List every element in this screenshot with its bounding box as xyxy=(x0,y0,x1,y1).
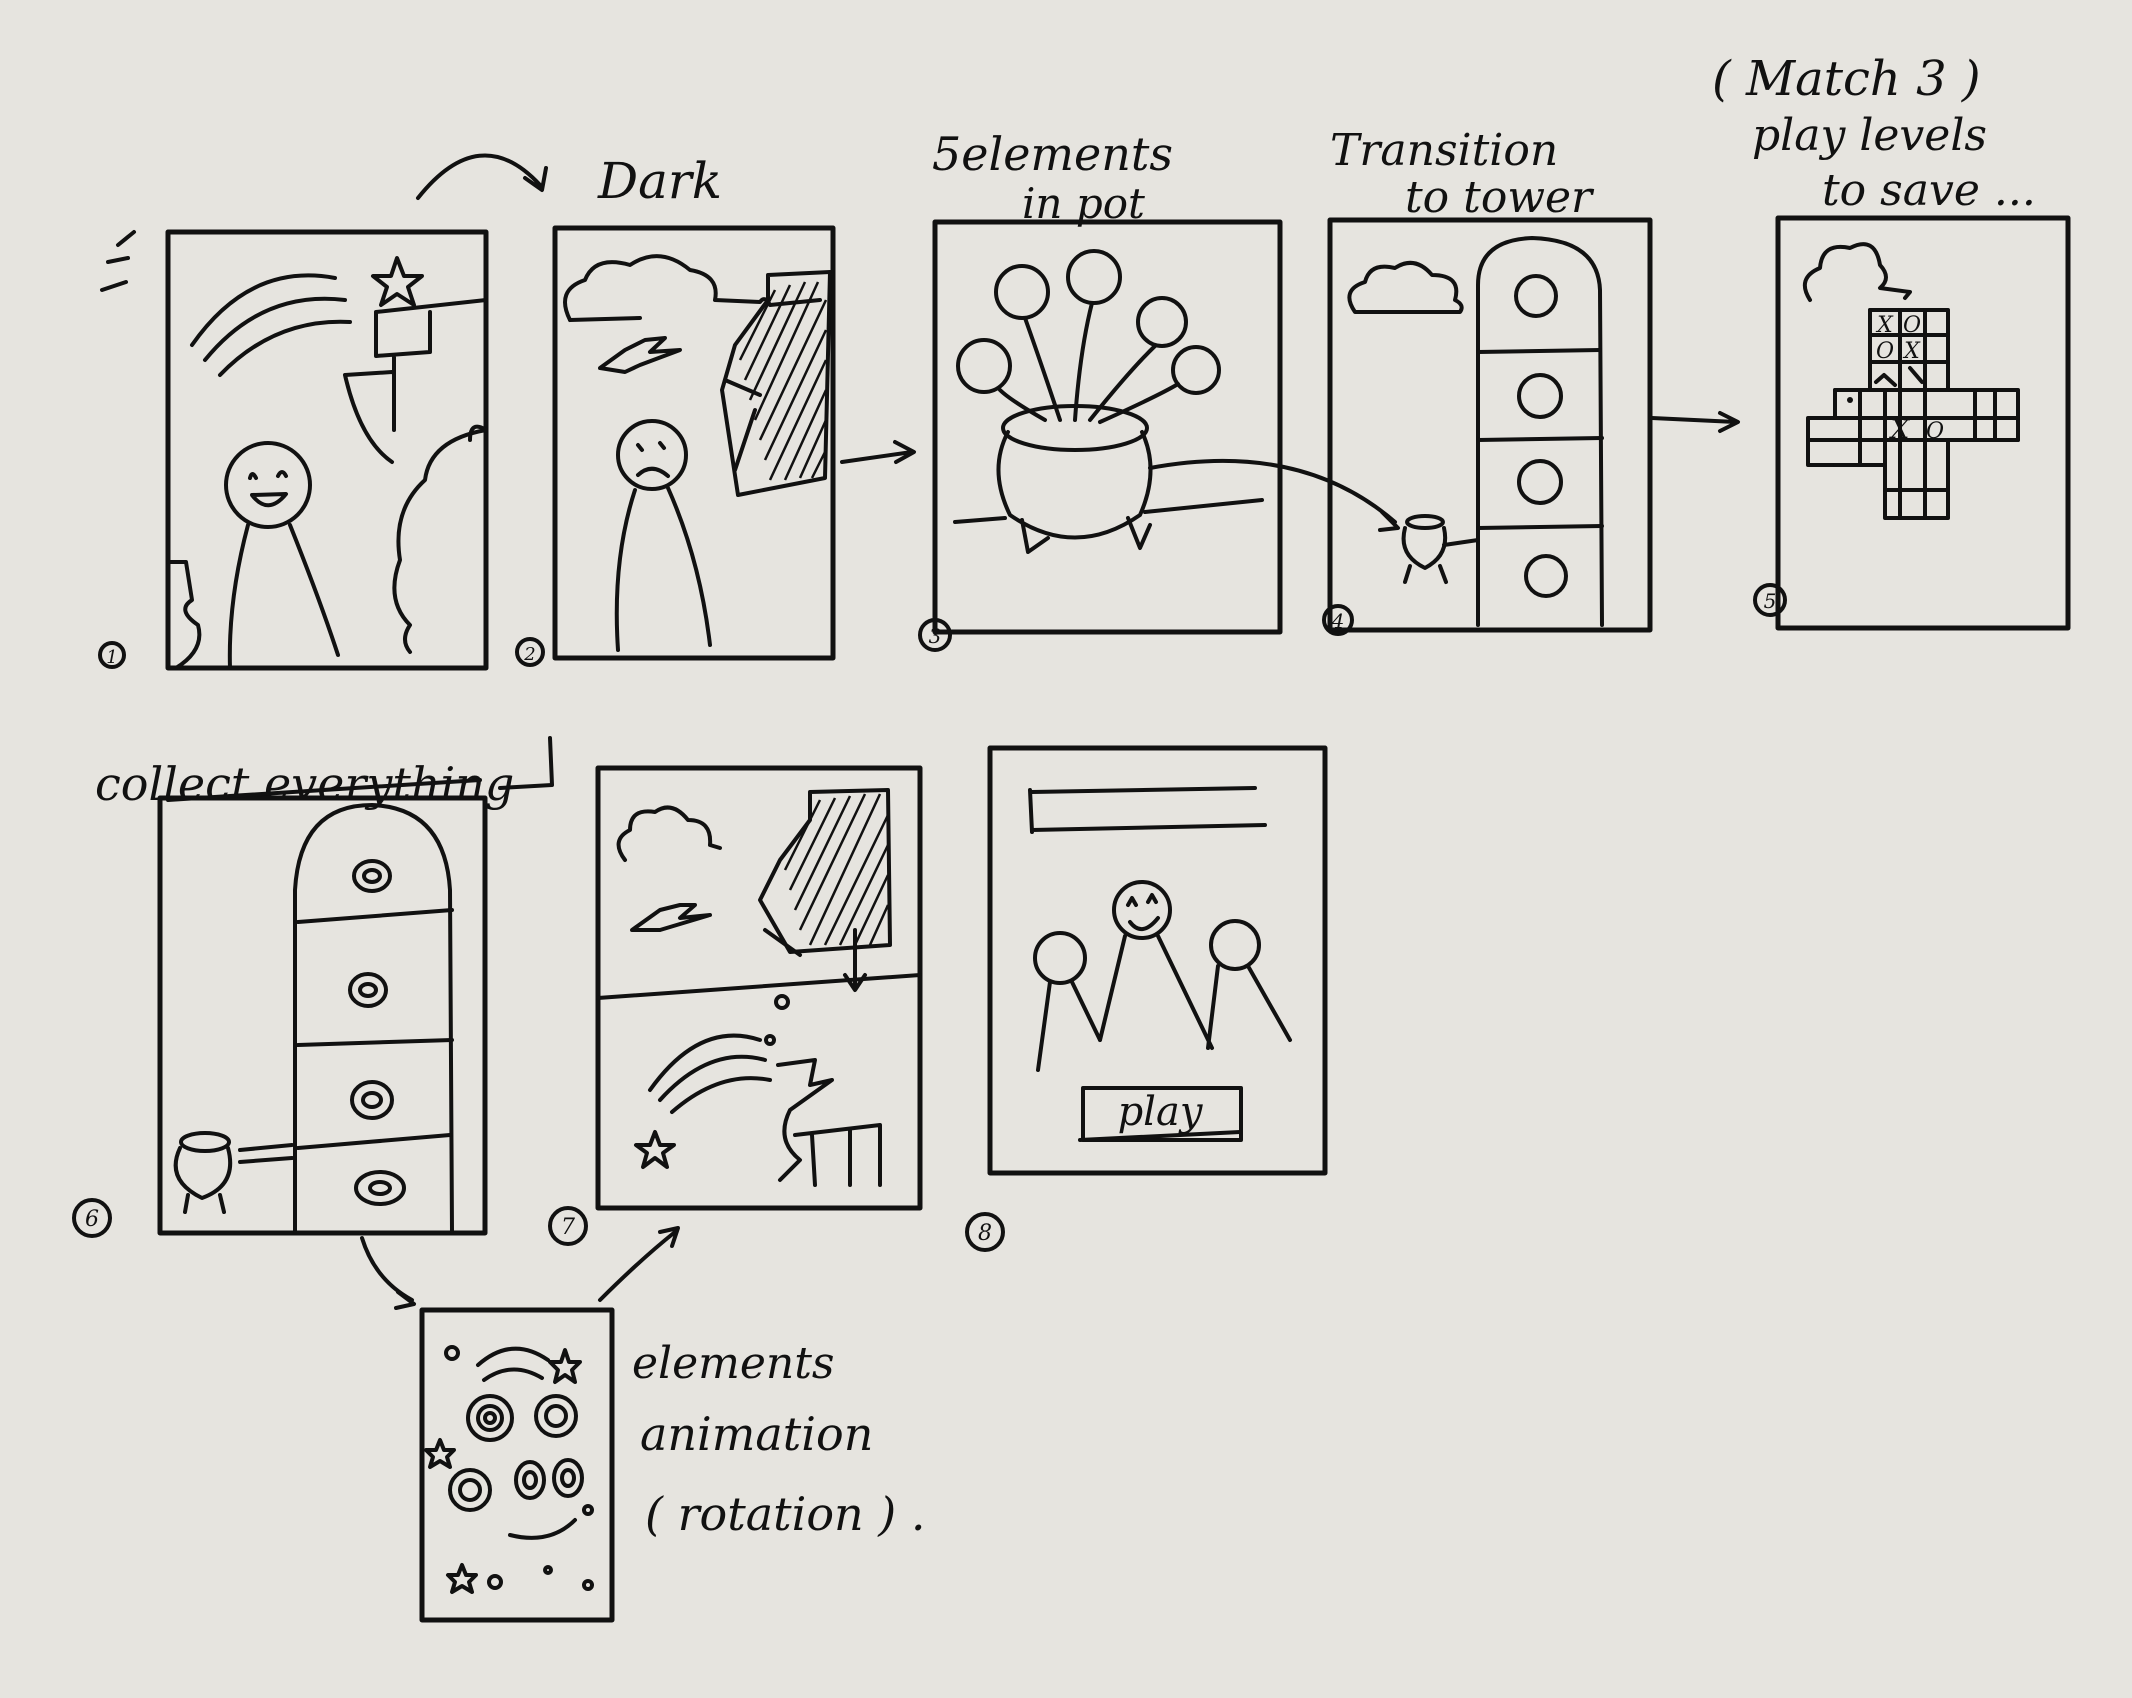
element-1 xyxy=(994,264,1050,320)
element-3 xyxy=(1136,296,1188,348)
collected-element-3 xyxy=(350,1080,394,1120)
panel-number-2: 2 xyxy=(523,644,535,665)
cloud xyxy=(616,805,722,862)
tower-pieces xyxy=(776,1058,882,1187)
board-mark-2: O xyxy=(1903,313,1921,338)
panel-7: 7 xyxy=(548,765,923,1246)
arrow-2-3 xyxy=(840,440,916,464)
sad-face xyxy=(616,419,688,491)
star-icon xyxy=(634,1130,676,1169)
label-anim-1: elements xyxy=(632,1338,835,1389)
bush xyxy=(392,428,488,654)
panel-number-3: 3 xyxy=(929,624,942,648)
person-body xyxy=(227,523,340,670)
board-mark-5: X xyxy=(1889,415,1911,445)
rainbow xyxy=(648,1033,772,1114)
tower-slot-3 xyxy=(1517,459,1563,505)
friend-right xyxy=(1209,919,1261,971)
panel-number-7: 7 xyxy=(561,1215,575,1240)
arrow-4-5 xyxy=(1650,411,1740,433)
label-elements-in-pot-1: 5elements xyxy=(932,127,1173,181)
cloud xyxy=(1347,260,1464,314)
group-bodies xyxy=(1036,934,1292,1072)
board-mark-4: X xyxy=(1902,339,1921,364)
board-mark-1: X xyxy=(1875,313,1894,338)
label-transition-2: to tower xyxy=(1405,172,1595,223)
panel-2-frame xyxy=(552,225,836,661)
panel-3: 5elements in pot 3 xyxy=(918,127,1283,652)
small-pot xyxy=(173,1143,294,1214)
tower xyxy=(1476,236,1604,627)
star-icon xyxy=(446,1563,478,1594)
panel-number-1: 1 xyxy=(106,647,117,668)
arrow-6-anim xyxy=(360,1236,416,1310)
panel-number-6: 6 xyxy=(85,1207,99,1232)
panel-7-frame xyxy=(595,765,923,1211)
element-2 xyxy=(1066,249,1122,305)
board-mark-6: O xyxy=(1926,419,1944,444)
panel-4-frame xyxy=(1327,217,1653,633)
match3-board: X O O X X O xyxy=(1806,308,2020,520)
happy-face xyxy=(224,441,312,529)
panel-1-frame xyxy=(165,229,489,671)
tower-ruins xyxy=(343,298,488,464)
title-banner xyxy=(1028,786,1267,834)
collected-element-1 xyxy=(352,859,392,893)
label-dark: Dark xyxy=(597,152,722,210)
panel-5-frame xyxy=(1775,215,2071,631)
label-anim-3: ( rotation ) . xyxy=(645,1487,926,1541)
play-button[interactable] xyxy=(1081,1086,1243,1142)
panel-1: 1 xyxy=(98,229,489,671)
tower-full xyxy=(293,803,454,1234)
excite-marks xyxy=(100,230,136,292)
tower-slot-4 xyxy=(1524,554,1568,598)
label-anim-2: animation xyxy=(640,1407,873,1461)
panel-8: play 8 xyxy=(965,745,1328,1252)
panel-number-4: 4 xyxy=(1331,609,1345,633)
collected-element-2 xyxy=(348,972,388,1008)
animation-panel-frame xyxy=(419,1307,615,1623)
rainbow xyxy=(190,273,352,377)
board-mark-3: O xyxy=(1876,339,1894,364)
star-icon xyxy=(548,1348,582,1384)
play-button-label: play xyxy=(1118,1089,1204,1135)
cloud xyxy=(1802,242,1912,302)
element-4 xyxy=(956,338,1012,394)
tower-slot-2 xyxy=(1517,373,1563,419)
arrow-1-2 xyxy=(416,153,548,200)
panel-2: Dark 2 xyxy=(515,152,836,667)
collected-element-4 xyxy=(354,1170,406,1206)
star-icon xyxy=(424,1438,456,1469)
panel-5: ( Match 3 ) play levels to save ... X O … xyxy=(1712,51,2071,631)
cauldron xyxy=(996,430,1153,540)
panel-number-5: 5 xyxy=(1764,589,1777,613)
happy-face xyxy=(1112,880,1172,940)
spinning-elements xyxy=(448,1394,584,1512)
label-match3-1: ( Match 3 ) xyxy=(1712,51,1981,107)
panel-3-frame xyxy=(932,219,1283,635)
cloud xyxy=(563,254,822,322)
friend-left xyxy=(1033,931,1087,985)
tower-slot-1 xyxy=(1514,274,1558,318)
element-5 xyxy=(1171,345,1221,395)
panel-4: Transition to tower 4 xyxy=(1322,125,1653,636)
panel-8-frame xyxy=(987,745,1328,1176)
arrow-3-4 xyxy=(1148,458,1400,532)
panel-6: collect everything 6 xyxy=(72,736,554,1238)
panel-number-8: 8 xyxy=(978,1221,992,1246)
person-body xyxy=(614,486,712,652)
small-pot xyxy=(1401,526,1480,584)
label-match3-3: to save ... xyxy=(1822,165,2036,216)
arrow-anim-7 xyxy=(598,1226,680,1302)
dark-tower xyxy=(720,270,832,497)
star-icon xyxy=(371,256,424,307)
bat xyxy=(630,903,712,932)
bat xyxy=(598,336,682,374)
panel-elements-animation: elements animation ( rotation ) . xyxy=(419,1307,926,1623)
label-match3-2: play levels xyxy=(1752,110,1987,161)
panel-6-frame xyxy=(157,795,488,1236)
label-transition-1: Transition xyxy=(1330,125,1558,176)
